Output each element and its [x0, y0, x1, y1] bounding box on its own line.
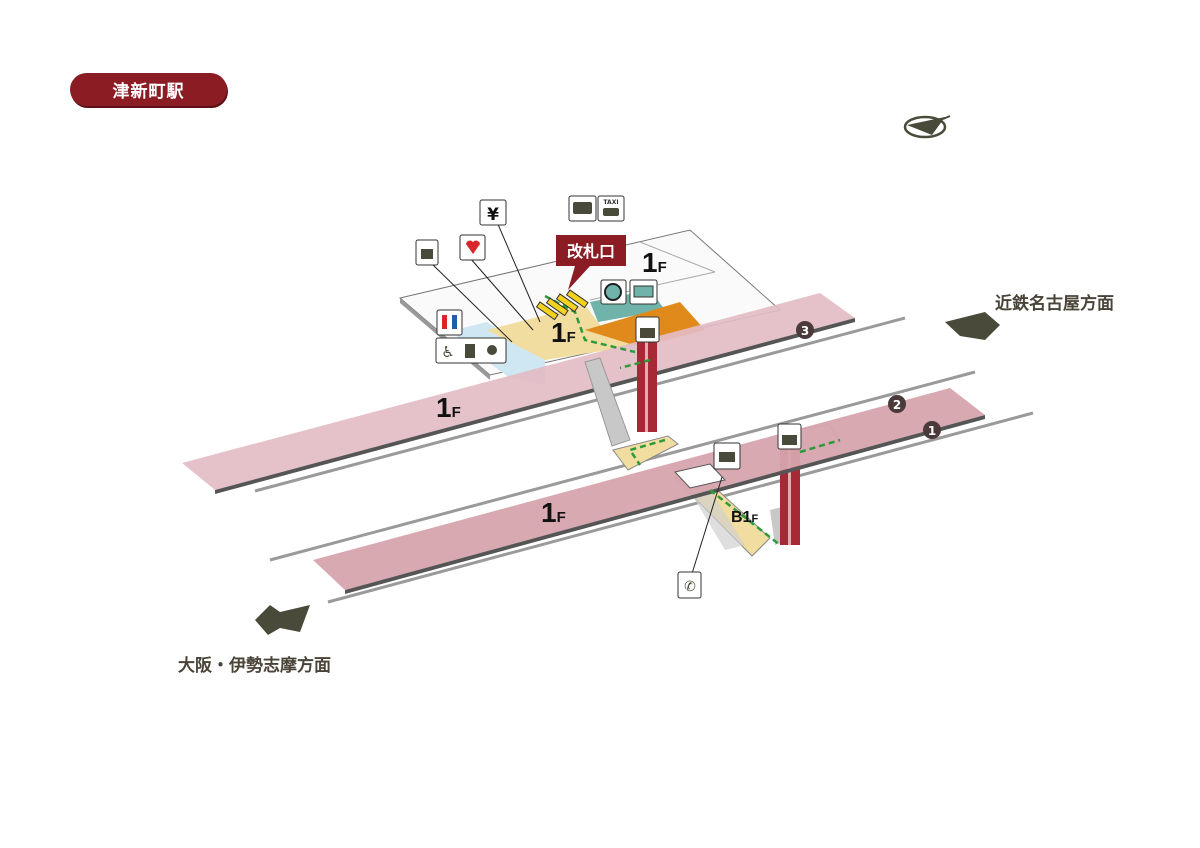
station-title: 津新町駅: [70, 73, 227, 106]
accessible-route: [544, 294, 841, 546]
atm-yen-icon: ¥: [479, 199, 507, 226]
direction-nagoya: 近鉄名古屋方面: [995, 294, 1114, 314]
svg-text:¥: ¥: [487, 205, 499, 225]
aed-icon: [459, 234, 486, 261]
tracks: [254, 316, 1034, 604]
ostomate-icon: [465, 344, 475, 358]
floor-label: B1F: [731, 509, 758, 526]
taxi-icon: TAXI: [597, 195, 625, 222]
compass-icon: [903, 115, 951, 139]
elevator-icon: [635, 316, 660, 343]
leader-lines: [429, 221, 723, 581]
coin-locker-icon: [415, 239, 439, 266]
elevator-icon: [777, 423, 802, 450]
waiting-room-icon: [600, 279, 627, 305]
svg-text:1: 1: [928, 424, 936, 438]
platform-number-3: 3: [796, 321, 814, 339]
platform-number-2: 2: [888, 395, 906, 413]
direction-osaka: 大阪・伊勢志摩方面: [178, 656, 331, 676]
baby-icon: [487, 345, 497, 355]
waiting-room-icon: [713, 442, 741, 470]
platform-number-1: 1: [923, 421, 941, 439]
bus-icon: [568, 195, 597, 222]
platform-3: [182, 293, 855, 494]
arrow-right-icon: [945, 312, 1000, 340]
floor-label: 1F: [642, 247, 667, 278]
ticket-gate-label: 改札口: [556, 235, 626, 290]
accessible-icon: ♿: [441, 343, 454, 361]
svg-text:2: 2: [893, 398, 901, 412]
svg-text:TAXI: TAXI: [603, 199, 618, 206]
svg-text:改札口: 改札口: [567, 242, 615, 261]
info-display-icon: [629, 279, 658, 305]
svg-text:✆: ✆: [684, 579, 696, 595]
telephone-icon: ✆: [677, 571, 702, 599]
floor-label: 1F: [551, 317, 576, 348]
restroom-icon: [436, 309, 463, 336]
arrow-left-icon: [255, 605, 310, 635]
floor-label: 1F: [436, 392, 461, 423]
floor-label: 1F: [541, 497, 566, 528]
accessible-facilities-icon: ♿: [435, 337, 507, 364]
ticket-gates: [535, 289, 589, 321]
platform-1-2: [313, 388, 985, 594]
svg-text:3: 3: [801, 324, 809, 338]
